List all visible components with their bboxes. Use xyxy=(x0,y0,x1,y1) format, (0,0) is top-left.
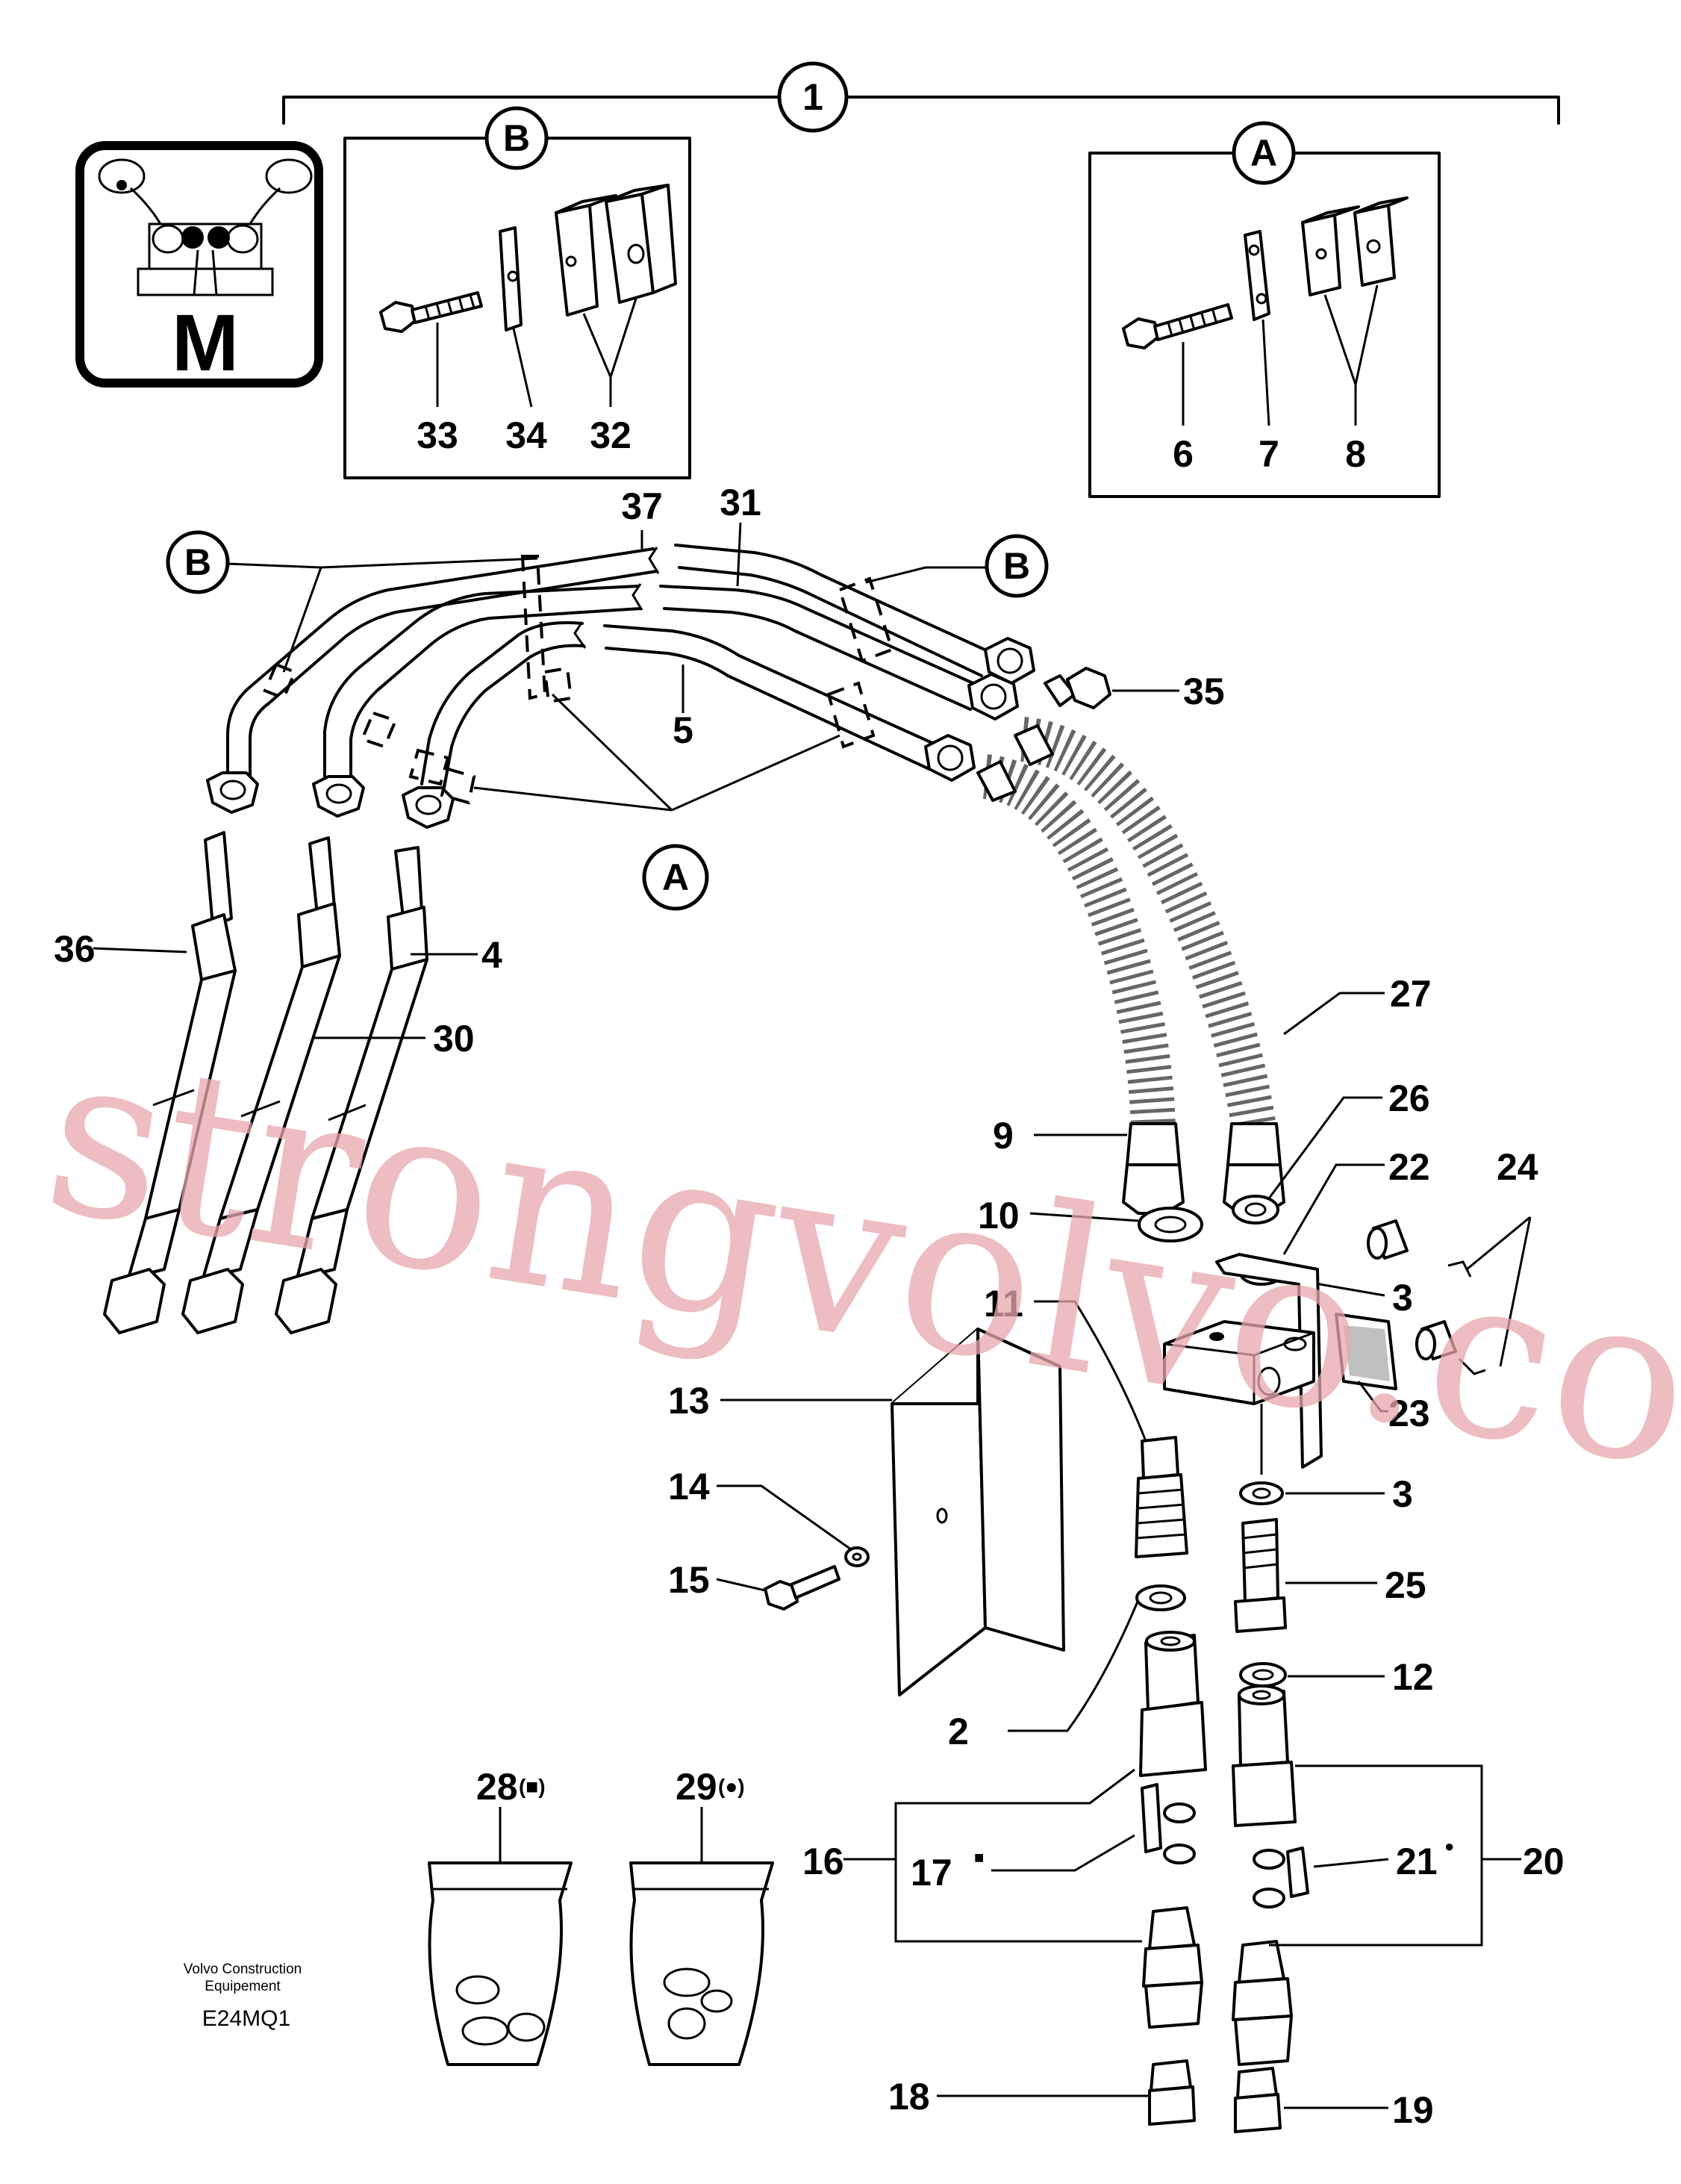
label-34: 34 xyxy=(505,414,547,456)
label-25: 25 xyxy=(1385,1564,1426,1606)
watermark-text: strongvolvo.com xyxy=(31,1001,1681,1551)
label-3-lower: 3 xyxy=(1392,1473,1413,1515)
label-33: 33 xyxy=(417,414,458,456)
label-19: 19 xyxy=(1392,2089,1434,2131)
label-8: 8 xyxy=(1345,433,1366,475)
label-32: 32 xyxy=(590,414,631,456)
label-35: 35 xyxy=(1183,671,1225,712)
label-24: 24 xyxy=(1497,1146,1538,1188)
label-20: 20 xyxy=(1523,1841,1565,1882)
nipple-11: 11 xyxy=(984,1283,1188,1558)
callout-group-b: B xyxy=(503,117,530,159)
label-22: 22 xyxy=(1388,1146,1430,1188)
mark-21: ● xyxy=(1444,1837,1454,1855)
label-30: 30 xyxy=(433,1018,475,1060)
pipe-callouts: B B A 37 31 5 xyxy=(166,482,1049,911)
label-23: 23 xyxy=(1388,1393,1430,1434)
publisher-block: Volvo Construction Equipement E24MQ1 xyxy=(184,1961,302,2031)
label-27: 27 xyxy=(1390,973,1432,1015)
publisher-line1: Volvo Construction xyxy=(184,1961,302,1977)
label-5: 5 xyxy=(673,709,693,751)
label-26: 26 xyxy=(1388,1077,1430,1119)
kit-bracket: 1 xyxy=(282,61,1560,133)
label-36: 36 xyxy=(54,928,96,970)
icon-letter: M xyxy=(172,297,239,388)
armoured-hoses: 9 27 xyxy=(976,717,1432,1215)
label-9: 9 xyxy=(993,1115,1014,1157)
label-13: 13 xyxy=(668,1380,710,1422)
group-a-detail: A 6 7 8 xyxy=(1088,121,1441,498)
label-4: 4 xyxy=(481,934,502,976)
label-12: 12 xyxy=(1392,1656,1434,1698)
label-29: 29 xyxy=(676,1766,717,1808)
callout-group-a: A xyxy=(1250,132,1277,174)
group-b-detail: B 33 34 32 xyxy=(343,106,691,479)
callout-ref-b-right: B xyxy=(1003,545,1030,587)
label-7: 7 xyxy=(1259,433,1279,475)
label-37: 37 xyxy=(621,485,663,527)
label-2: 2 xyxy=(948,1711,969,1752)
valve-block-assembly: 10 26 3 22 23 24 xyxy=(978,1077,1538,1515)
label-6: 6 xyxy=(1173,433,1194,475)
callout-kit: 1 xyxy=(802,76,823,118)
label-14: 14 xyxy=(668,1466,710,1508)
control-lever-icon: M xyxy=(75,141,323,388)
label-10: 10 xyxy=(978,1195,1020,1236)
label-16: 16 xyxy=(802,1841,844,1882)
mark-28: (■) xyxy=(519,1775,546,1798)
publisher-line2: Equipement xyxy=(205,1979,281,1994)
label-15: 15 xyxy=(668,1559,710,1601)
cover-plate-13: 13 14 15 xyxy=(668,1328,1065,1696)
mark-29: (●) xyxy=(718,1775,745,1798)
label-17: 17 xyxy=(911,1852,952,1894)
straight-hoses: 36 30 4 xyxy=(54,831,502,1334)
label-21: 21 xyxy=(1396,1841,1438,1882)
drawing-code: E24MQ1 xyxy=(202,2006,290,2031)
label-18: 18 xyxy=(888,2076,930,2118)
callout-ref-b-left: B xyxy=(184,541,211,583)
seal-kit-bags: 28 (■) 29 (●) xyxy=(428,1766,774,2066)
quick-couplings: 16 17 ■ 20 21 ● 18 19 xyxy=(802,1631,1565,2133)
mark-17: ■ xyxy=(974,1848,984,1867)
callout-ref-a: A xyxy=(662,856,689,898)
label-28: 28 xyxy=(476,1766,518,1808)
label-31: 31 xyxy=(720,482,761,523)
plug-35: 35 xyxy=(1044,667,1225,712)
label-11: 11 xyxy=(984,1283,1023,1325)
label-3-upper: 3 xyxy=(1392,1277,1413,1319)
steel-pipes xyxy=(206,544,1035,829)
